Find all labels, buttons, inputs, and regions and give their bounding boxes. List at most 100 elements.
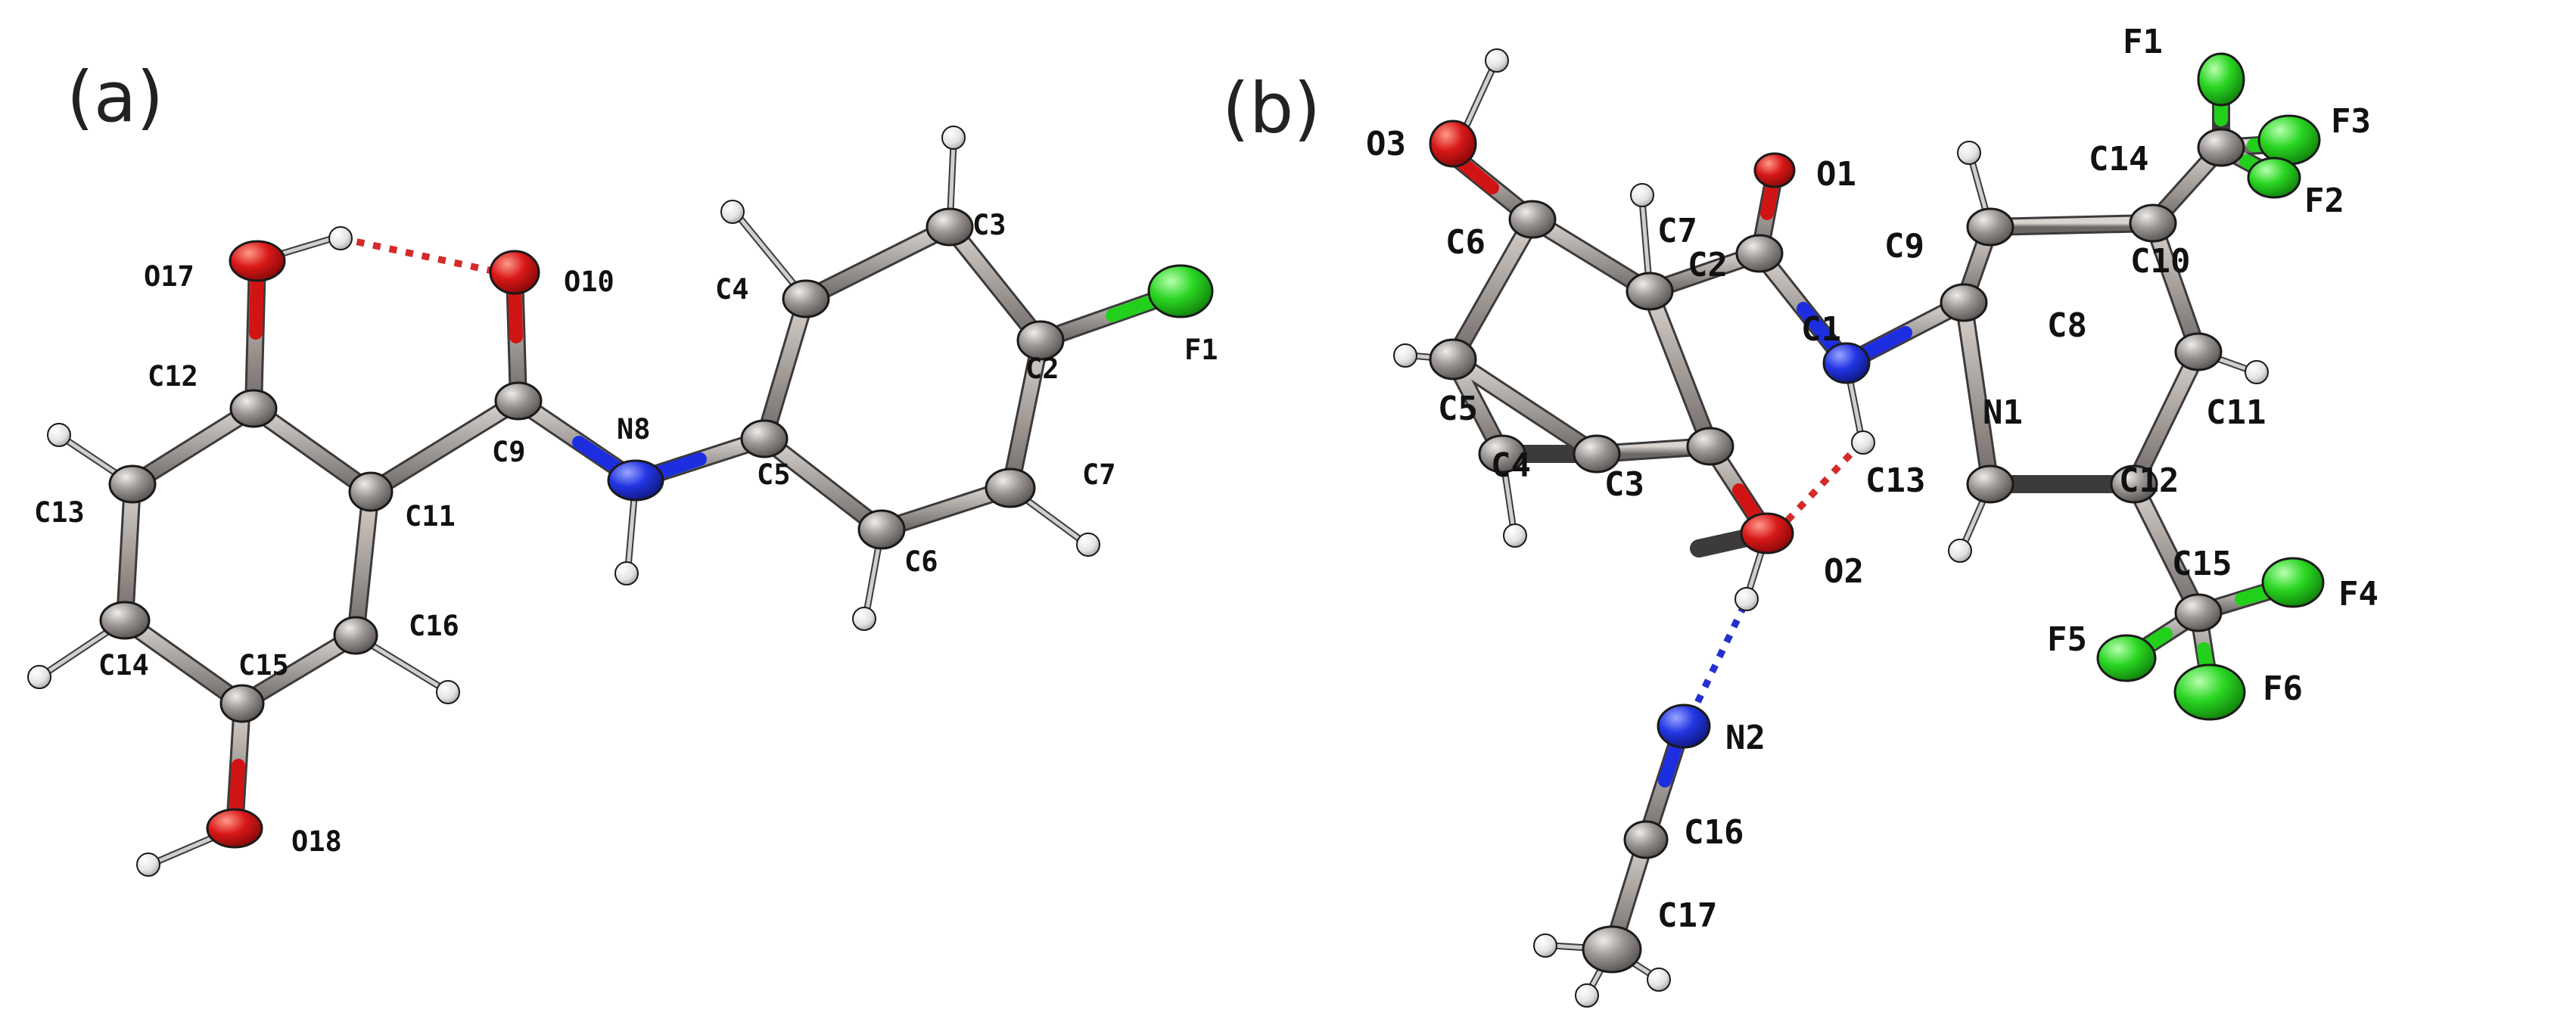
atom-b-h-n1 (1851, 430, 1875, 455)
atom-a-c16 (333, 616, 378, 655)
atom-a-n8 (607, 459, 664, 502)
label-b-c15: C15 (2172, 545, 2232, 583)
atom-b-o1 (1753, 152, 1796, 188)
atom-b-n1 (1822, 342, 1871, 384)
label-a-c11: C11 (405, 500, 456, 533)
atom-b-o3 (1429, 120, 1477, 168)
atom-a-h-c3 (941, 126, 966, 150)
panel-a-label: (a) (67, 57, 163, 138)
label-a-c2: C2 (1025, 353, 1059, 385)
label-b-c13: C13 (1865, 461, 1925, 500)
label-a-c12: C12 (148, 360, 198, 393)
atom-b-c17 (1582, 925, 1642, 974)
atom-b-h-c4 (1503, 523, 1527, 548)
atom-a-c12 (229, 389, 278, 428)
atom-b-c1 (1735, 234, 1784, 273)
label-b-c2: C2 (1688, 246, 1728, 284)
atom-b-c7 (1626, 272, 1674, 311)
atom-b-h-c13 (1948, 539, 1972, 563)
label-a-c6: C6 (904, 545, 938, 578)
atom-b-c14 (2197, 128, 2245, 167)
label-b-c3: C3 (1604, 465, 1644, 504)
atom-b-c4 (1478, 434, 1526, 474)
label-b-o1: O1 (1816, 155, 1856, 194)
label-b-c14: C14 (2089, 140, 2148, 179)
atom-b-f4 (2261, 557, 2325, 608)
label-b-c16: C16 (1684, 813, 1744, 852)
label-b-c9: C9 (1884, 227, 1924, 266)
label-b-c11: C11 (2206, 393, 2266, 432)
atom-b-h-c11 (2245, 360, 2269, 384)
atom-a-h-c6 (852, 607, 876, 631)
label-a-c9: C9 (492, 436, 526, 468)
atom-a-c7 (985, 467, 1036, 508)
atom-a-c4 (782, 279, 830, 318)
panel-a-labels: O17 O10 C12 C9 N8 C11 C13 C14 C15 C16 O1… (34, 209, 1218, 858)
atom-b-f6 (2173, 663, 2246, 721)
label-a-c13: C13 (34, 496, 85, 529)
atom-b-c12 (2110, 464, 2158, 504)
atom-b-h-c17-b (1575, 983, 1599, 1008)
atom-a-h-c4 (720, 200, 745, 224)
atom-a-h-o17 (328, 226, 353, 250)
label-a-c7: C7 (1082, 458, 1116, 491)
label-a-c3: C3 (972, 209, 1006, 241)
hbond-b-inter (1691, 604, 1748, 709)
hbond-a (340, 235, 500, 276)
label-b-c4: C4 (1491, 446, 1531, 485)
atom-a-h-c7 (1076, 533, 1100, 557)
atom-a-c11 (348, 471, 394, 512)
label-b-n2: N2 (1725, 719, 1766, 757)
label-b-f2: F2 (2304, 182, 2344, 220)
label-a-c16: C16 (409, 610, 459, 642)
atom-b-f5 (2096, 634, 2157, 682)
atom-a-c6 (857, 509, 906, 550)
atom-b-h-c17-c (1647, 968, 1671, 992)
label-a-c5: C5 (757, 458, 791, 491)
atom-b-c16 (1623, 820, 1669, 859)
label-a-c15: C15 (238, 649, 289, 682)
label-b-f4: F4 (2338, 575, 2378, 613)
atom-a-h-c16 (436, 680, 460, 704)
label-a-o10: O10 (564, 266, 614, 298)
atom-b-h-c17-a (1533, 933, 1557, 958)
atom-b-c9 (1966, 207, 2014, 247)
atom-a-h-c14 (27, 665, 51, 689)
label-b-c17: C17 (1657, 896, 1717, 935)
label-b-f5: F5 (2047, 620, 2087, 659)
atom-b-c6 (1508, 200, 1557, 239)
atom-a-c14 (99, 601, 151, 640)
atom-b-c2 (1686, 427, 1734, 466)
atom-a-c5 (740, 419, 789, 458)
hbond-b-intra (1783, 440, 1865, 525)
panel-a-atoms (27, 126, 1214, 877)
label-b-f3: F3 (2331, 102, 2371, 141)
atom-a-f1 (1147, 264, 1214, 318)
label-b-c10: C10 (2130, 242, 2190, 281)
atom-a-h-c13 (47, 423, 71, 447)
label-a-c4: C4 (715, 273, 749, 306)
label-a-o18: O18 (291, 825, 342, 858)
label-b-c8: C8 (2047, 306, 2087, 345)
label-a-f1: F1 (1184, 334, 1218, 366)
atom-b-c10 (2129, 203, 2177, 243)
atom-b-h-c5 (1393, 343, 1417, 368)
panel-a: (a) (27, 57, 1218, 877)
panel-b-atoms (1393, 48, 2325, 1008)
atom-b-c3 (1573, 434, 1621, 474)
atom-a-c9 (494, 381, 543, 421)
atom-b-f2 (2247, 157, 2301, 199)
atom-b-h-o2 (1734, 587, 1759, 611)
label-b-c6: C6 (1445, 223, 1486, 262)
atom-a-c13 (108, 464, 157, 504)
atom-b-h-c7 (1630, 183, 1654, 207)
atom-b-h-c9 (1957, 141, 1981, 165)
atom-a-h-o18 (136, 853, 160, 877)
label-b-o2: O2 (1824, 552, 1864, 591)
atom-a-o18 (206, 808, 263, 849)
atom-b-c8 (1940, 283, 1988, 322)
atom-b-o2 (1740, 512, 1794, 554)
atom-b-c15 (2174, 593, 2223, 632)
